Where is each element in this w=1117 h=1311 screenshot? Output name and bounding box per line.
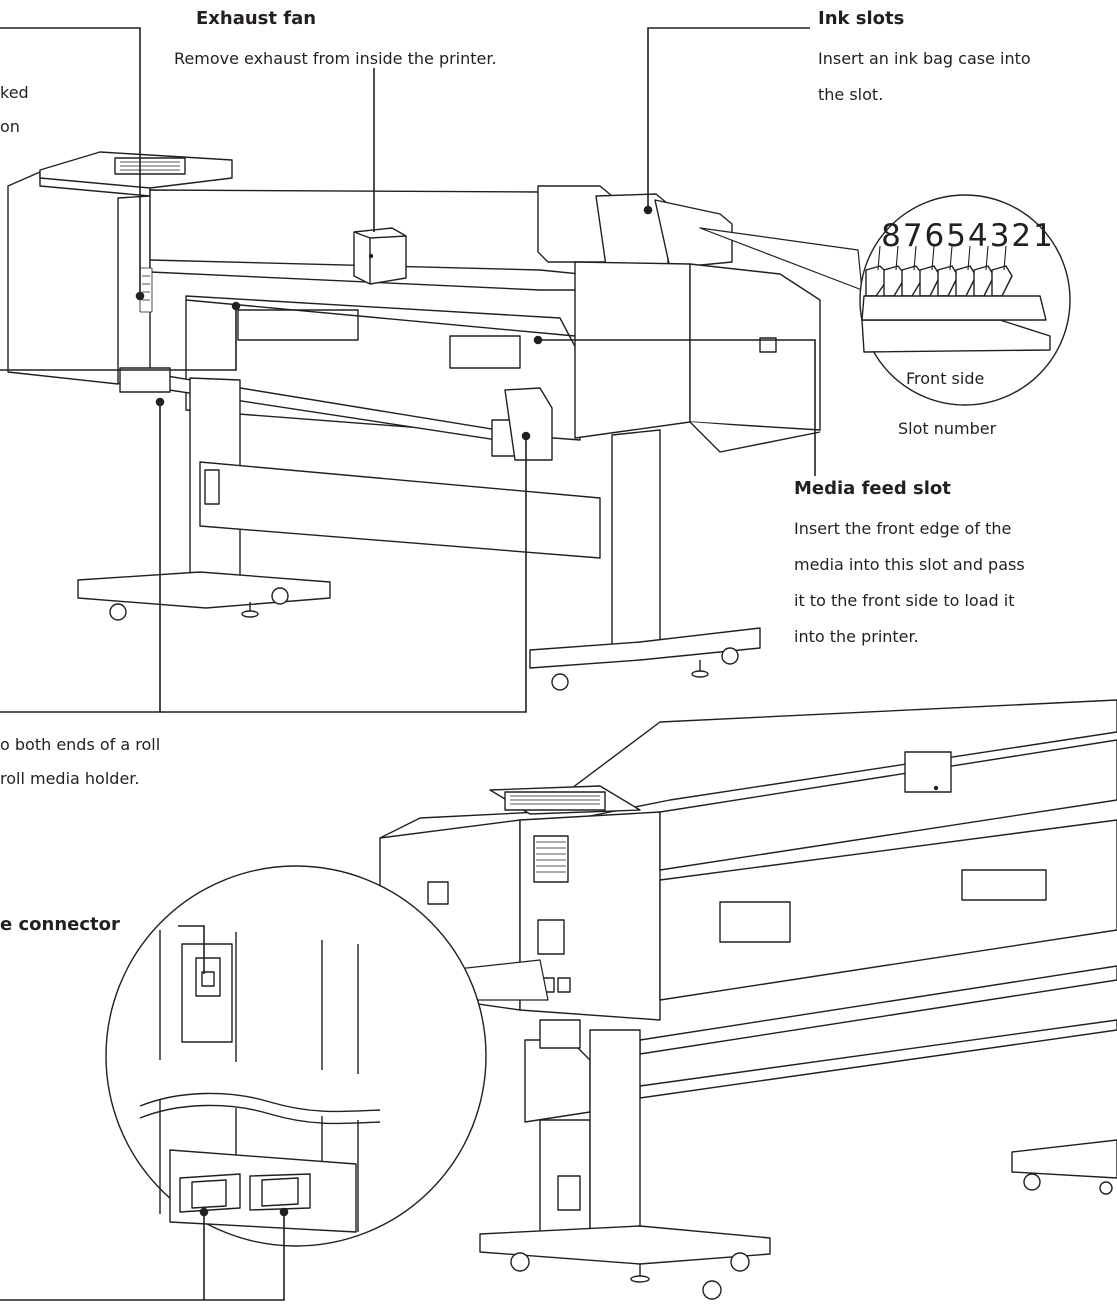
- leader-left-top: [0, 27, 141, 294]
- left-callout-desc-line-1: ked: [0, 83, 29, 102]
- media-feed-slot-title: Media feed slot: [794, 478, 951, 499]
- slot-number-digits: 87654321: [881, 218, 1055, 254]
- leader-ink-slots: [647, 27, 810, 208]
- ink-slots-desc-line-1: Insert an ink bag case into: [818, 49, 1031, 68]
- ink-slots-desc-line-2: the slot.: [818, 85, 884, 104]
- media-feed-desc-line-4: into the printer.: [794, 627, 919, 646]
- leader-media-feed: [540, 339, 816, 476]
- ink-slots-title: Ink slots: [818, 8, 905, 29]
- front-side-label: Front side: [906, 369, 985, 388]
- exhaust-fan-title: Exhaust fan: [196, 8, 317, 29]
- ink-slot-trays: [861, 265, 1051, 353]
- left-callout-desc-line-2: on: [0, 117, 20, 136]
- connector-inset-contents: [139, 930, 381, 1233]
- bottom-printer-drawing: [379, 699, 1117, 1300]
- top-printer-drawing: [7, 151, 821, 691]
- slot-number-caption: Slot number: [898, 419, 997, 438]
- leader-roll-holder-left: [0, 404, 161, 713]
- media-feed-desc-line-2: media into this slot and pass: [794, 555, 1025, 574]
- leader-lines: [0, 27, 816, 1301]
- leader-left-lower: [0, 308, 237, 371]
- roll-holder-desc-line-2: roll media holder.: [0, 769, 140, 788]
- roll-holder-desc-line-1: o both ends of a roll: [0, 735, 161, 754]
- leader-roll-holder-right: [160, 438, 527, 713]
- ink-slot-inset-circle: [699, 194, 1071, 406]
- connector-title: e connector: [0, 914, 120, 935]
- media-feed-desc-line-1: Insert the front edge of the: [794, 519, 1012, 538]
- exhaust-fan-desc: Remove exhaust from inside the printer.: [174, 49, 497, 68]
- leader-connector: [178, 925, 205, 974]
- leader-power-inlet-1: [0, 1214, 205, 1301]
- media-feed-desc-line-3: it to the front side to load it: [794, 591, 1015, 610]
- leader-power-inlet-2: [204, 1214, 285, 1301]
